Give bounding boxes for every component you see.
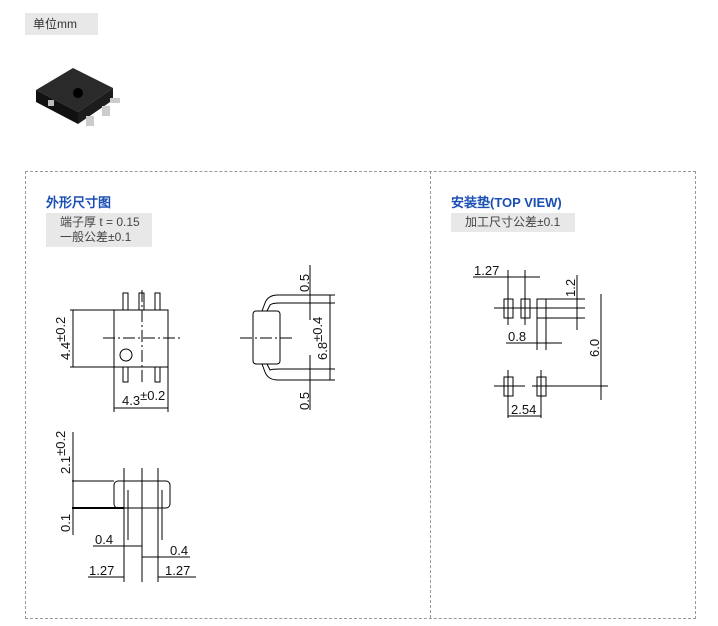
dim-width: 4.4±0.2	[53, 317, 73, 360]
pad-dim-length: 1.2	[563, 279, 578, 297]
pad-dim-width: 0.8	[508, 329, 526, 344]
unit-label: 单位mm	[25, 13, 98, 35]
thickness-note: 端子厚 t = 0.15	[60, 215, 140, 229]
dim-pitch-left: 1.27	[89, 563, 114, 578]
pad-dim-row-span: 6.0	[587, 339, 602, 357]
pad-dim-pitch2: 2.54	[511, 402, 536, 417]
panel-divider	[430, 171, 431, 618]
outline-title: 外形尺寸图	[46, 195, 112, 210]
dim-span: 6.8±0.4	[310, 317, 330, 360]
pad-dim-pitch: 1.27	[474, 263, 499, 278]
dim-standoff: 0.1	[58, 514, 73, 532]
dim-lead-width-left: 0.4	[95, 532, 113, 547]
pad-title: 安装垫(TOP VIEW)	[451, 195, 562, 210]
dim-height: 2.1±0.2	[53, 431, 73, 474]
end-view	[72, 432, 196, 582]
dim-lead-width-right: 0.4	[170, 543, 188, 558]
pad-tolerance-note: 加工尺寸公差±0.1	[451, 213, 575, 232]
dim-pitch-right: 1.27	[165, 563, 190, 578]
pad-layout	[473, 270, 608, 418]
component-photo	[36, 68, 120, 126]
dim-lead-bottom: 0.5	[297, 392, 312, 410]
tolerance-note: 一般公差±0.1	[60, 230, 132, 244]
dim-lead-top: 0.5	[297, 274, 312, 292]
top-view	[70, 290, 182, 412]
outline-note: 端子厚 t = 0.15 一般公差±0.1	[46, 213, 152, 247]
side-view	[240, 265, 335, 410]
dim-length: 4.3±0.2	[122, 388, 165, 408]
drawing-panel	[25, 171, 696, 619]
